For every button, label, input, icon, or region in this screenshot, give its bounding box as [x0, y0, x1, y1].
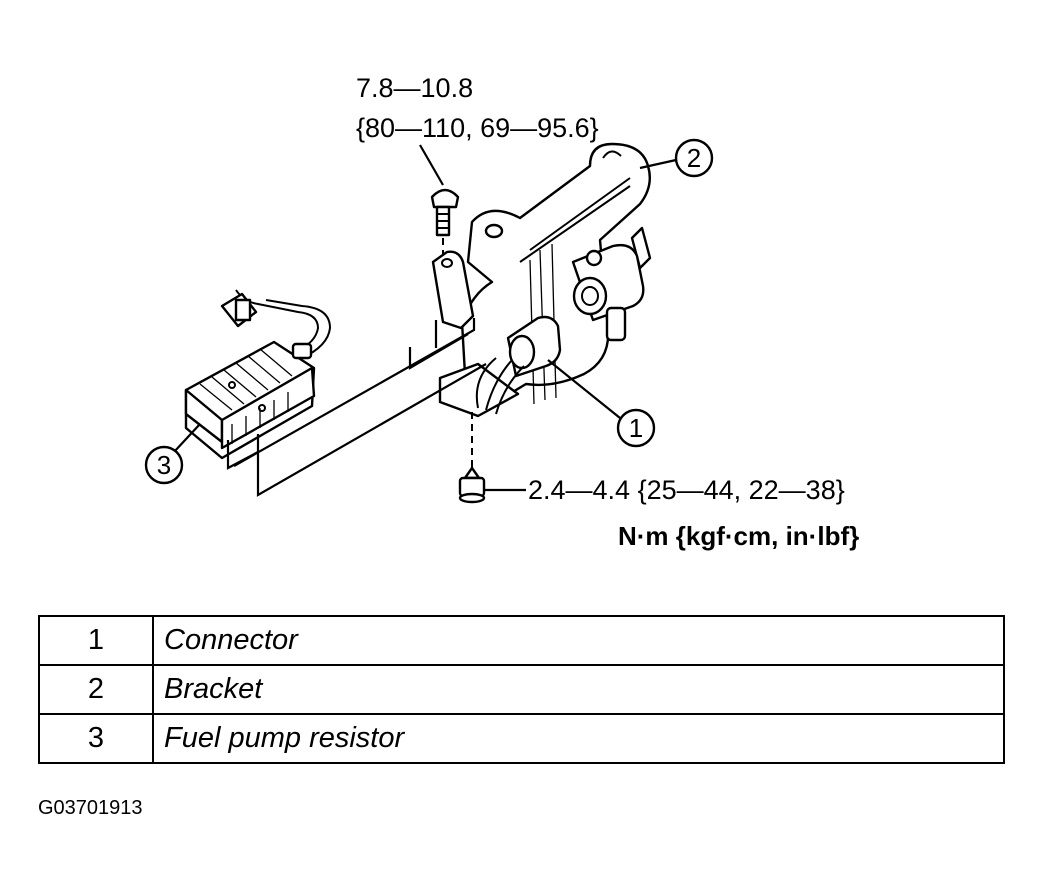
- parts-legend-table: 1 Connector 2 Bracket 3 Fuel pump resist…: [38, 615, 1005, 764]
- mount-plate: [431, 250, 475, 330]
- legend-number: 3: [38, 713, 154, 764]
- callout-2-leader: [639, 158, 677, 170]
- callout-1-leader: [547, 359, 621, 419]
- callout-1-circle: [616, 408, 656, 448]
- bracket: [438, 142, 652, 418]
- bottom-torque-value: 2.4—4.4 {25—44, 22—38}: [528, 475, 845, 505]
- legend-part-name: Connector: [152, 615, 1005, 666]
- exploded-view-diagram: 7.8—10.8 {80—110, 69—95.6}: [144, 73, 859, 551]
- torque-units: N·m {kgf·cm, in·lbf}: [618, 521, 859, 551]
- top-torque-value: 7.8—10.8: [356, 73, 473, 103]
- legend-part-name: Bracket: [152, 664, 1005, 715]
- legend-part-name: Fuel pump resistor: [152, 713, 1005, 764]
- legend-row: 2 Bracket: [38, 664, 1005, 715]
- top-torque-alt-units: {80—110, 69—95.6}: [356, 113, 599, 143]
- mounting-guide-lines: [226, 318, 487, 497]
- legend-number: 1: [38, 615, 154, 666]
- top-bolt: [430, 188, 460, 237]
- callout-3-circle: [144, 445, 184, 485]
- figure-code: G03701913: [38, 797, 143, 819]
- callout-2-circle: [674, 138, 714, 178]
- top-torque-leader: [419, 144, 444, 186]
- callout-1-number: 1: [629, 413, 643, 443]
- legend-number: 2: [38, 664, 154, 715]
- bottom-bolt: [458, 466, 486, 504]
- legend-row: 3 Fuel pump resistor: [38, 713, 1005, 764]
- callout-3-number: 3: [157, 450, 171, 480]
- legend-row: 1 Connector: [38, 615, 1005, 666]
- callout-3-leader: [173, 423, 201, 453]
- fuel-pump-resistor: [184, 289, 332, 460]
- connector: [485, 315, 562, 415]
- callout-2-number: 2: [687, 143, 701, 173]
